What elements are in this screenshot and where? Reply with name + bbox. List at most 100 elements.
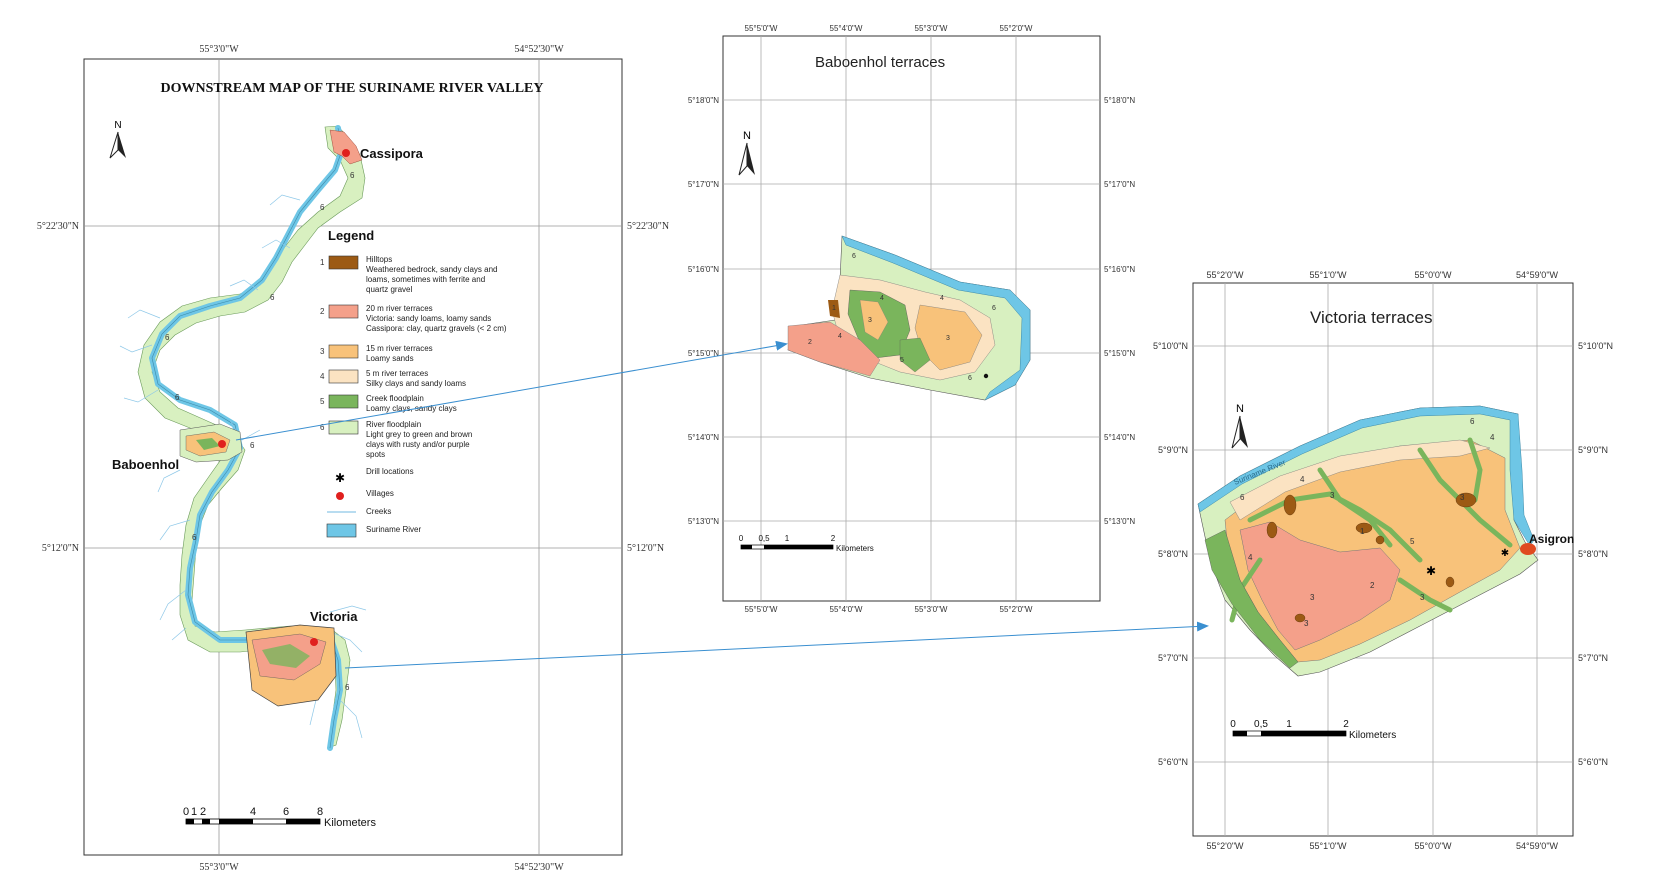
- svg-text:55°4'0"W: 55°4'0"W: [830, 605, 863, 614]
- main-map-unit-numbers: 666 666 66: [165, 171, 355, 692]
- svg-text:4: 4: [1490, 433, 1495, 442]
- baboenhol-top-coords: 55°5'0"W 55°4'0"W 55°3'0"W 55°2'0"W: [745, 24, 1033, 33]
- svg-text:55°0'0"W: 55°0'0"W: [1414, 270, 1452, 280]
- svg-text:6: 6: [968, 375, 972, 382]
- legend-item-number: 1: [320, 258, 325, 267]
- svg-text:55°5'0"W: 55°5'0"W: [745, 24, 778, 33]
- svg-text:5°15'0"N: 5°15'0"N: [1104, 349, 1135, 358]
- svg-text:5°16'0"N: 5°16'0"N: [1104, 265, 1135, 274]
- legend-item-desc: spots: [366, 450, 385, 459]
- legend-item-title: Creek floodplain: [366, 394, 424, 403]
- main-map-title: DOWNSTREAM MAP OF THE SURINAME RIVER VAL…: [161, 81, 544, 96]
- svg-text:3: 3: [868, 317, 872, 324]
- cassipora-terrace: [329, 129, 363, 165]
- legend-item-title: 20 m river terraces: [366, 304, 433, 313]
- main-right-coord-1: 5°22'30"N: [627, 221, 669, 232]
- svg-text:55°0'0"W: 55°0'0"W: [1414, 841, 1452, 851]
- drill-location-icon: ✱: [335, 471, 345, 485]
- svg-text:5°7'0"N: 5°7'0"N: [1158, 653, 1188, 663]
- victoria-top-coords: 55°2'0"W 55°1'0"W 55°0'0"W 54°59'0"W: [1206, 270, 1558, 280]
- svg-text:6: 6: [852, 253, 856, 260]
- svg-text:2: 2: [1370, 581, 1375, 590]
- svg-text:55°4'0"W: 55°4'0"W: [830, 24, 863, 33]
- svg-text:3: 3: [1304, 619, 1309, 628]
- baboenhol-scalebar: 0 0,5 1 2 Kilometers: [739, 534, 874, 553]
- main-scale-tick-4: 4: [250, 806, 256, 818]
- legend-swatch: [328, 344, 359, 359]
- legend-item-desc: clays with rusty and/or purple: [366, 440, 470, 449]
- main-top-coord-1: 55°3'0"W: [199, 44, 239, 55]
- victoria-title: Victoria terraces: [1310, 308, 1433, 327]
- svg-text:6: 6: [350, 171, 355, 180]
- svg-text:0,5: 0,5: [1254, 719, 1268, 730]
- svg-text:2: 2: [1343, 719, 1349, 730]
- legend-swatch: [328, 304, 359, 319]
- victoria-map: 55°2'0"W 55°1'0"W 55°0'0"W 54°59'0"W 55°…: [1153, 270, 1613, 851]
- legend-item-number: 2: [320, 307, 325, 316]
- baboenhol-title: Baboenhol terraces: [815, 54, 945, 71]
- svg-text:5°13'0"N: 5°13'0"N: [688, 517, 719, 526]
- legend-item-desc: Victoria: sandy loams, loamy sands: [366, 314, 491, 323]
- legend-item-desc: Loamy clays, sandy clays: [366, 404, 457, 413]
- svg-text:5°17'0"N: 5°17'0"N: [688, 180, 719, 189]
- legend-symbol-drill: ✱Drill locations: [335, 467, 414, 485]
- legend-swatch: [328, 255, 359, 270]
- main-scale-tick-6: 6: [283, 806, 289, 818]
- svg-text:4: 4: [1248, 553, 1253, 562]
- svg-text:5°9'0"N: 5°9'0"N: [1578, 445, 1608, 455]
- svg-text:6: 6: [175, 393, 180, 402]
- baboenhol-village-marker: [218, 440, 226, 448]
- svg-text:5°17'0"N: 5°17'0"N: [1104, 180, 1135, 189]
- legend-swatch: [328, 394, 359, 409]
- main-bottom-coord-1: 55°3'0"W: [199, 862, 239, 873]
- svg-text:5°18'0"N: 5°18'0"N: [688, 96, 719, 105]
- main-scale-tick-0: 0: [183, 806, 189, 818]
- svg-text:6: 6: [992, 305, 996, 312]
- svg-text:N: N: [114, 120, 121, 131]
- svg-text:5°6'0"N: 5°6'0"N: [1578, 757, 1608, 767]
- svg-text:55°2'0"W: 55°2'0"W: [1000, 24, 1033, 33]
- legend-item-number: 3: [320, 347, 325, 356]
- legend-item-desc: loams, sometimes with ferrite and: [366, 275, 485, 284]
- svg-text:5°16'0"N: 5°16'0"N: [688, 265, 719, 274]
- svg-text:2: 2: [808, 339, 812, 346]
- cassipora-label: Cassipora: [360, 146, 424, 161]
- svg-text:1: 1: [785, 534, 790, 543]
- svg-text:4: 4: [940, 295, 944, 302]
- svg-text:6: 6: [1240, 493, 1245, 502]
- drill-location-icon: ✱: [1426, 564, 1436, 578]
- svg-text:5°14'0"N: 5°14'0"N: [1104, 433, 1135, 442]
- north-arrow-icon: N: [738, 130, 755, 176]
- svg-text:2: 2: [831, 534, 836, 543]
- svg-text:55°3'0"W: 55°3'0"W: [915, 24, 948, 33]
- drill-location-icon: ✱: [1501, 548, 1509, 559]
- svg-text:54°59'0"W: 54°59'0"W: [1516, 841, 1559, 851]
- legend-item-desc: Weathered bedrock, sandy clays and: [366, 265, 497, 274]
- svg-text:0: 0: [1230, 719, 1236, 730]
- baboenhol-area: [179, 423, 243, 463]
- svg-text:55°2'0"W: 55°2'0"W: [1000, 605, 1033, 614]
- north-arrow-icon: N: [109, 120, 126, 159]
- svg-text:4: 4: [838, 333, 842, 340]
- legend-title: Legend: [328, 228, 374, 243]
- baboenhol-bottom-coords: 55°5'0"W 55°4'0"W 55°3'0"W 55°2'0"W: [745, 605, 1033, 614]
- legend-swatch: [328, 369, 359, 384]
- legend-item-number: 4: [320, 372, 325, 381]
- svg-text:5°8'0"N: 5°8'0"N: [1578, 549, 1608, 559]
- victoria-area: [245, 624, 337, 707]
- baboenhol-connector-arrow: [235, 340, 788, 441]
- baboenhol-label: Baboenhol: [112, 457, 179, 472]
- svg-text:6: 6: [320, 203, 325, 212]
- svg-text:5°18'0"N: 5°18'0"N: [1104, 96, 1135, 105]
- baboenhol-right-coords: 5°18'0"N 5°17'0"N 5°16'0"N 5°15'0"N 5°14…: [1104, 96, 1135, 526]
- svg-text:6: 6: [345, 683, 350, 692]
- legend-item-number: 6: [320, 423, 325, 432]
- svg-text:55°1'0"W: 55°1'0"W: [1309, 841, 1347, 851]
- legend-item-desc: Silky clays and sandy loams: [366, 379, 466, 388]
